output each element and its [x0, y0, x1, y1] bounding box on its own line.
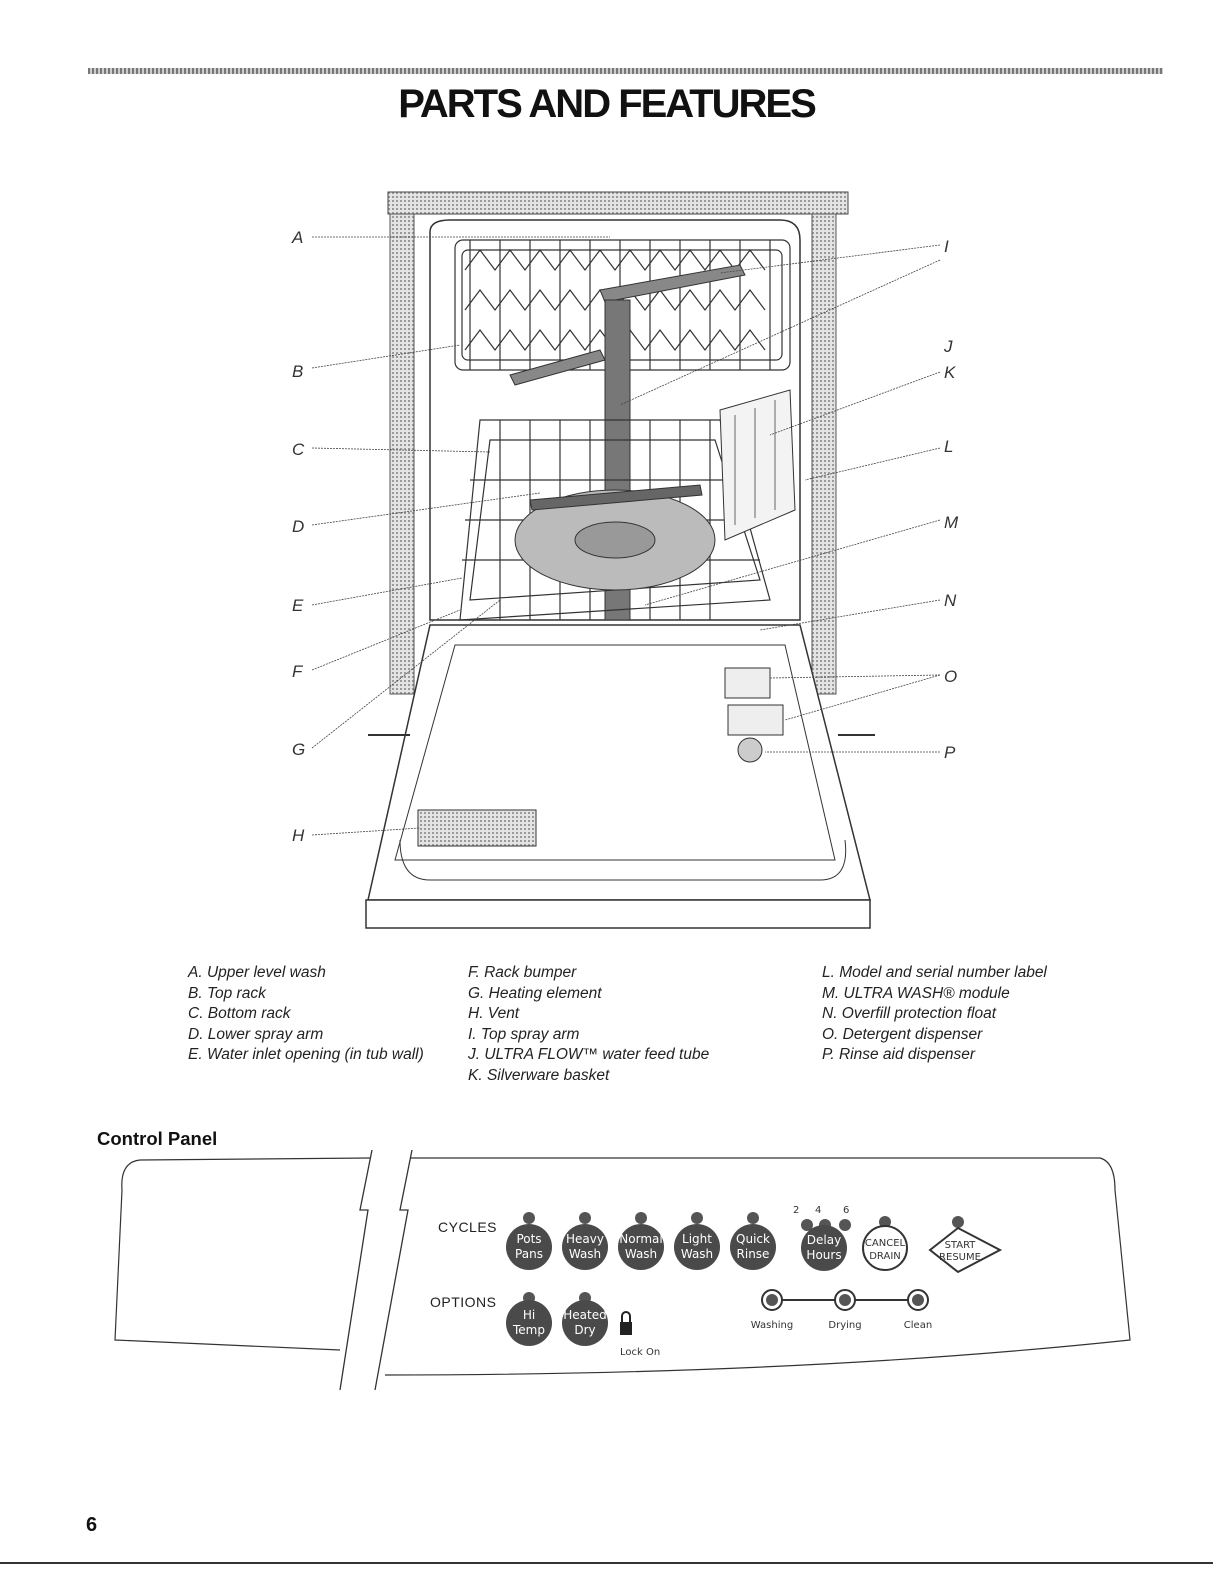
status-light-washing: [761, 1289, 783, 1311]
callout-j: J: [943, 337, 953, 356]
cancel-drain-button[interactable]: CANCEL DRAIN: [862, 1216, 908, 1271]
callout-i: I: [944, 237, 949, 256]
callout-g: G: [292, 740, 305, 759]
start-resume-button[interactable]: START RESUME: [928, 1216, 1003, 1274]
callout-o: O: [944, 667, 957, 686]
callout-n: N: [944, 591, 957, 610]
lock-on-label: Lock On: [620, 1347, 660, 1358]
top-rule: [88, 68, 1163, 74]
delay-hours-button[interactable]: Delay Hours: [801, 1225, 847, 1271]
svg-text:Rinse: Rinse: [737, 1247, 770, 1261]
legend-item: K. Silverware basket: [468, 1066, 610, 1084]
status-light-clean: [907, 1289, 929, 1311]
callout-f: F: [292, 662, 304, 681]
lock-icon: [620, 1311, 632, 1335]
svg-text:Wash: Wash: [625, 1247, 657, 1261]
callout-p: P: [944, 743, 956, 762]
legend-item: D. Lower spray arm: [188, 1025, 324, 1043]
svg-text:Hours: Hours: [806, 1248, 841, 1262]
svg-text:START: START: [945, 1240, 977, 1251]
page-title: PARTS AND FEATURES: [398, 82, 817, 126]
dishwasher-diagram: A B C D E F G H I J K L M N O P: [291, 191, 959, 929]
legend-column-1: A. Upper level wash B. Top rack C. Botto…: [188, 963, 424, 1066]
option-button-hi-temp[interactable]: Hi Temp: [506, 1292, 552, 1346]
callout-h: H: [292, 826, 305, 845]
svg-text:Hi: Hi: [523, 1308, 535, 1322]
legend-item: A. Upper level wash: [188, 964, 326, 981]
delay-hour-6: 6: [843, 1205, 849, 1216]
legend-item: P. Rinse aid dispenser: [822, 1046, 976, 1063]
svg-text:Light: Light: [682, 1232, 712, 1246]
cycles-label: CYCLES: [438, 1219, 497, 1235]
cycle-button-quick-rinse[interactable]: Quick Rinse: [730, 1212, 776, 1270]
svg-text:DRAIN: DRAIN: [869, 1251, 901, 1262]
options-label: OPTIONS: [430, 1294, 497, 1310]
status-label-washing: Washing: [751, 1320, 793, 1331]
svg-text:Wash: Wash: [681, 1247, 713, 1261]
legend-column-3: L. Model and serial number label M. ULTR…: [822, 963, 1047, 1066]
callouts-right: I J K L M N O P: [943, 237, 959, 762]
legend-item: B. Top rack: [188, 984, 266, 1002]
callout-e: E: [292, 596, 304, 615]
option-button-heated-dry[interactable]: Heated Dry: [562, 1292, 608, 1346]
svg-text:Wash: Wash: [569, 1247, 601, 1261]
callout-l: L: [944, 437, 953, 456]
status-label-drying: Drying: [828, 1320, 861, 1331]
svg-text:Normal: Normal: [619, 1232, 662, 1246]
cycle-button-pots-pans[interactable]: Pots Pans: [506, 1212, 552, 1270]
cycle-button-heavy-wash[interactable]: Heavy Wash: [562, 1212, 608, 1270]
callout-m: M: [944, 513, 959, 532]
bottom-rule: [0, 1562, 1213, 1564]
legend-item: M. ULTRA WASH® module: [822, 984, 1010, 1002]
callouts-left: A B C D E F G H: [291, 228, 305, 845]
callout-d: D: [292, 517, 304, 536]
legend-item: J. ULTRA FLOW™ water feed tube: [468, 1046, 710, 1063]
legend-item: C. Bottom rack: [188, 1005, 291, 1022]
cycle-button-light-wash[interactable]: Light Wash: [674, 1212, 720, 1270]
callout-b: B: [292, 362, 303, 381]
svg-text:Delay: Delay: [807, 1233, 841, 1247]
legend-item: G. Heating element: [468, 984, 602, 1002]
svg-text:Pans: Pans: [515, 1247, 543, 1261]
callout-c: C: [292, 440, 305, 459]
page-number: 6: [86, 1514, 98, 1536]
legend-item: O. Detergent dispenser: [822, 1025, 983, 1043]
svg-text:RESUME: RESUME: [939, 1252, 981, 1263]
legend-column-2: F. Rack bumper G. Heating element H. Ven…: [468, 963, 709, 1086]
svg-text:Quick: Quick: [736, 1232, 770, 1246]
callout-k: K: [944, 363, 956, 382]
control-panel-heading: Control Panel: [97, 1128, 218, 1149]
status-label-clean: Clean: [904, 1320, 932, 1331]
svg-text:Heated: Heated: [563, 1308, 606, 1322]
legend-item: I. Top spray arm: [468, 1025, 580, 1043]
callout-a: A: [291, 228, 303, 247]
legend-item: N. Overfill protection float: [822, 1005, 997, 1022]
svg-text:Heavy: Heavy: [566, 1232, 604, 1246]
svg-text:Dry: Dry: [574, 1323, 595, 1337]
legend-item: H. Vent: [468, 1005, 520, 1022]
cycle-button-normal-wash[interactable]: Normal Wash: [618, 1212, 664, 1270]
legend-item: L. Model and serial number label: [822, 964, 1047, 981]
status-light-drying: [834, 1289, 856, 1311]
svg-text:Pots: Pots: [516, 1232, 541, 1246]
legend-item: F. Rack bumper: [468, 964, 577, 981]
control-panel-diagram: CYCLES OPTIONS Pots Pans Heavy Wash Norm…: [114, 1150, 1131, 1391]
delay-hour-4: 4: [815, 1205, 821, 1216]
delay-hour-2: 2: [793, 1205, 799, 1216]
legend-item: E. Water inlet opening (in tub wall): [188, 1046, 424, 1063]
svg-text:Temp: Temp: [512, 1323, 545, 1337]
svg-text:CANCEL: CANCEL: [865, 1238, 906, 1249]
